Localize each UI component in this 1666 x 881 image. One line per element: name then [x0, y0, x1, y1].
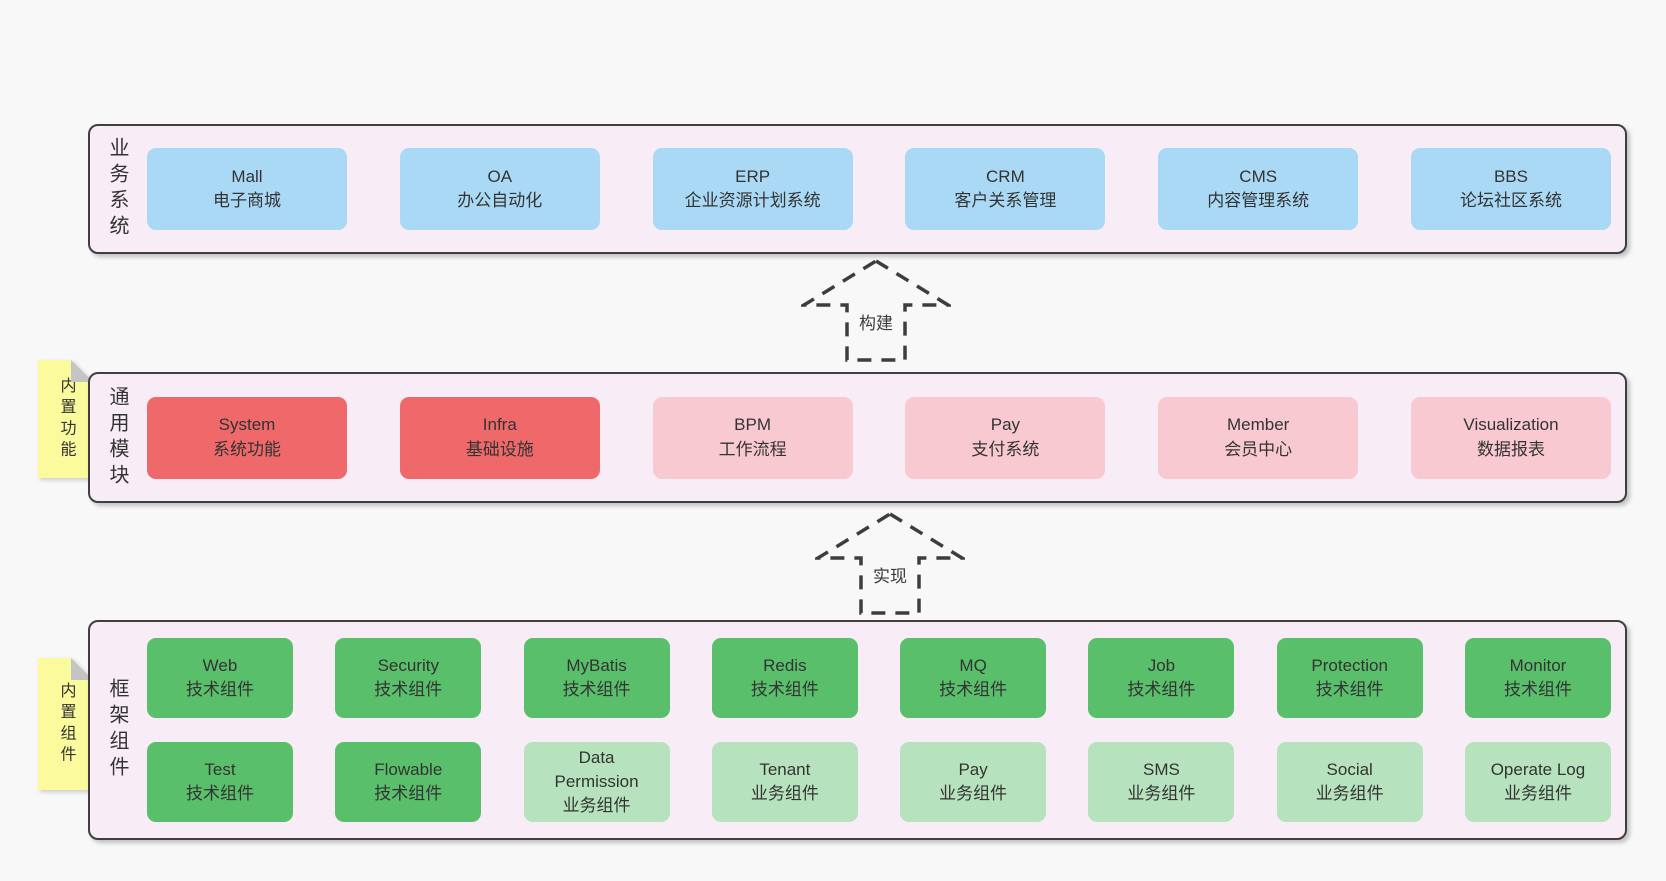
- box-oa: OA 办公自动化: [399, 148, 600, 230]
- box-security: Security 技术组件: [335, 638, 482, 718]
- implement-arrow-label: 实现: [870, 562, 910, 587]
- box-web: Web 技术组件: [147, 638, 293, 718]
- box-protection: Protection 技术组件: [1276, 638, 1423, 718]
- panel-label-framework-components: 框架组件: [106, 678, 128, 782]
- box-visualization: Visualization 数据报表: [1410, 396, 1611, 479]
- box-job: Job 技术组件: [1088, 638, 1235, 718]
- box-tenant: Tenant 业务组件: [711, 742, 858, 822]
- box-test: Test 技术组件: [147, 742, 293, 822]
- box-redis: Redis 技术组件: [711, 638, 858, 718]
- framework-row-2: Test 技术组件 Flowable 技术组件 Data Permission …: [147, 742, 1611, 822]
- box-mall: Mall 电子商城: [147, 148, 347, 230]
- business-boxes-row: Mall 电子商城 OA 办公自动化 ERP 企业资源计划系统 CRM 客户关系…: [147, 148, 1611, 230]
- build-arrow: 构建: [801, 259, 951, 363]
- box-monitor: Monitor 技术组件: [1464, 638, 1611, 718]
- framework-boxes-grid: Web 技术组件 Security 技术组件 MyBatis 技术组件 Redi…: [147, 638, 1611, 822]
- module-boxes-row: System 系统功能 Infra 基础设施 BPM 工作流程 Pay 支付系统…: [147, 396, 1611, 479]
- sticky-note-built-in-functions: 内置功能: [38, 360, 93, 478]
- panel-label-business-systems: 业务系统: [106, 137, 128, 241]
- box-pay-component: Pay 业务组件: [900, 742, 1047, 822]
- box-system: System 系统功能: [147, 396, 347, 479]
- sticky-note-built-in-components: 内置组件: [38, 658, 93, 790]
- box-infra: Infra 基础设施: [399, 396, 600, 479]
- box-erp: ERP 企业资源计划系统: [652, 148, 853, 230]
- box-data-permission: Data Permission 业务组件: [523, 742, 670, 822]
- sticky-note-label: 内置组件: [57, 681, 75, 767]
- box-bpm: BPM 工作流程: [652, 396, 853, 479]
- box-member: Member 会员中心: [1158, 396, 1359, 479]
- layer-panel-business-systems: 业务系统 Mall 电子商城 OA 办公自动化 ERP 企业资源计划系统 CRM…: [88, 124, 1627, 254]
- layer-panel-common-modules: 通用模块 System 系统功能 Infra 基础设施 BPM 工作流程 Pay…: [88, 372, 1627, 503]
- box-flowable: Flowable 技术组件: [335, 742, 482, 822]
- box-sms: SMS 业务组件: [1088, 742, 1235, 822]
- box-crm: CRM 客户关系管理: [905, 148, 1106, 230]
- box-mybatis: MyBatis 技术组件: [523, 638, 670, 718]
- box-cms: CMS 内容管理系统: [1158, 148, 1359, 230]
- framework-row-1: Web 技术组件 Security 技术组件 MyBatis 技术组件 Redi…: [147, 638, 1611, 718]
- build-arrow-label: 构建: [856, 309, 896, 334]
- sticky-note-label: 内置功能: [57, 376, 75, 462]
- box-social: Social 业务组件: [1276, 742, 1423, 822]
- box-operate-log: Operate Log 业务组件: [1464, 742, 1611, 822]
- box-mq: MQ 技术组件: [900, 638, 1047, 718]
- panel-label-common-modules: 通用模块: [106, 385, 128, 490]
- layer-panel-framework-components: 框架组件 Web 技术组件 Security 技术组件 MyBatis 技术组件…: [88, 620, 1627, 840]
- box-pay-system: Pay 支付系统: [905, 396, 1106, 479]
- box-bbs: BBS 论坛社区系统: [1410, 148, 1611, 230]
- implement-arrow: 实现: [815, 512, 965, 616]
